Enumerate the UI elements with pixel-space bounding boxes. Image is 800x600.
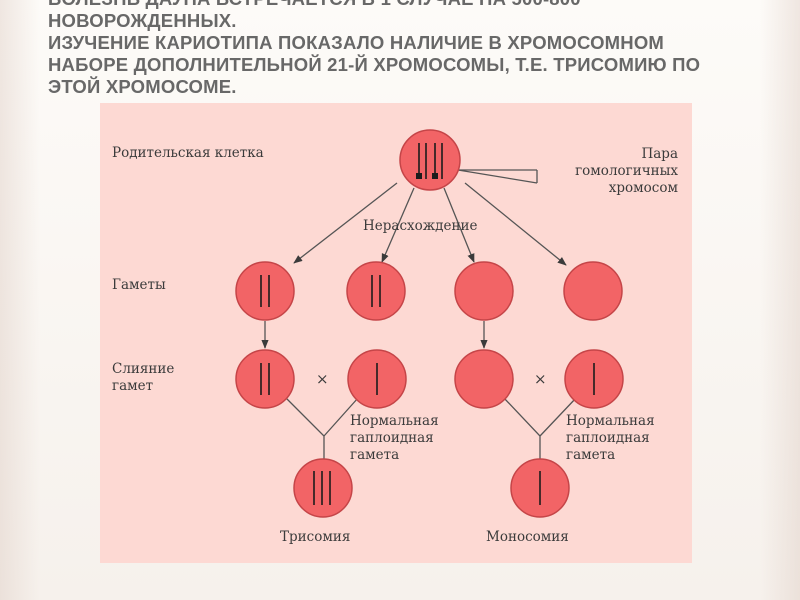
- connector-trisomy: [285, 397, 359, 459]
- label-normal-gamete-left: Нормальная гаплоидная гамета: [350, 413, 439, 464]
- label-line: Нормальная: [566, 413, 655, 429]
- diagram-panel: Родительская клетка Пара гомологичных хр…: [100, 103, 692, 563]
- label-line: гаплоидная: [350, 430, 434, 446]
- label-normal-gamete-right: Нормальная гаплоидная гамета: [566, 413, 655, 464]
- label-nondisjunction: Нерасхождение: [363, 218, 478, 234]
- label-line: Слияние: [112, 361, 175, 377]
- title-line: НОВОРОЖДЕННЫХ.: [48, 10, 237, 31]
- gamete-cell-1: [235, 261, 295, 321]
- trisomy-cell: [293, 458, 353, 518]
- gamete-cell-2: [346, 261, 406, 321]
- title-line: БОЛЕЗНЬ ДАУНА ВСТРЕЧАЕТСЯ В 1 СЛУЧАЕ НА …: [48, 0, 768, 10]
- label-parent-cell: Родительская клетка: [112, 145, 264, 161]
- label-trisomy: Трисомия: [280, 529, 351, 545]
- label-fusion: Слияние гамет: [112, 361, 174, 395]
- cross-symbol-left: ×: [316, 370, 329, 388]
- fusion-cell-1: [235, 349, 295, 409]
- gamete-cell-3: [454, 261, 514, 321]
- arrow-parent-to-gamete-4: [464, 182, 567, 266]
- connector-monosomy: [503, 397, 577, 459]
- label-gametes: Гаметы: [112, 277, 166, 293]
- arrow-parent-to-gamete-2: [381, 187, 415, 263]
- label-monosomy: Моносомия: [486, 529, 569, 545]
- gamete-cell-4: [563, 261, 623, 321]
- slide-title: БОЛЕЗНЬ ДАУНА ВСТРЕЧАЕТСЯ В 1 СЛУЧАЕ НА …: [48, 0, 768, 98]
- fusion-cell-3: [454, 349, 514, 409]
- arrow-parent-to-gamete-3: [443, 187, 475, 263]
- pointer-homologous-b: [457, 169, 538, 184]
- title-line: НАБОРЕ ДОПОЛНИТЕЛЬНОЙ 21-Й ХРОМОСОМЫ, Т.…: [48, 54, 701, 75]
- label-line: гамета: [566, 447, 616, 463]
- cross-symbol-right: ×: [534, 370, 547, 388]
- label-line: гамет: [112, 378, 154, 394]
- title-line: ИЗУЧЕНИЕ КАРИОТИПА ПОКАЗАЛО НАЛИЧИЕ В ХР…: [48, 32, 665, 53]
- title-line: ЭТОЙ ХРОМОСОМЕ.: [48, 76, 237, 97]
- label-line: Нормальная: [350, 413, 439, 429]
- label-line: Пара: [641, 146, 678, 162]
- label-line: гаплоидная: [566, 430, 650, 446]
- label-homologous-pair: Пара гомологичных хромосом: [575, 146, 678, 197]
- diagram-canvas: [235, 129, 624, 518]
- left-decoration: [0, 0, 40, 600]
- label-line: гамета: [350, 447, 400, 463]
- centromere-marker: [432, 173, 438, 179]
- label-line: гомологичных: [575, 163, 678, 179]
- arrow-parent-to-gamete-1: [293, 182, 398, 264]
- label-line: хромосом: [608, 180, 678, 196]
- centromere-marker: [416, 173, 422, 179]
- parent-cell: [399, 129, 461, 191]
